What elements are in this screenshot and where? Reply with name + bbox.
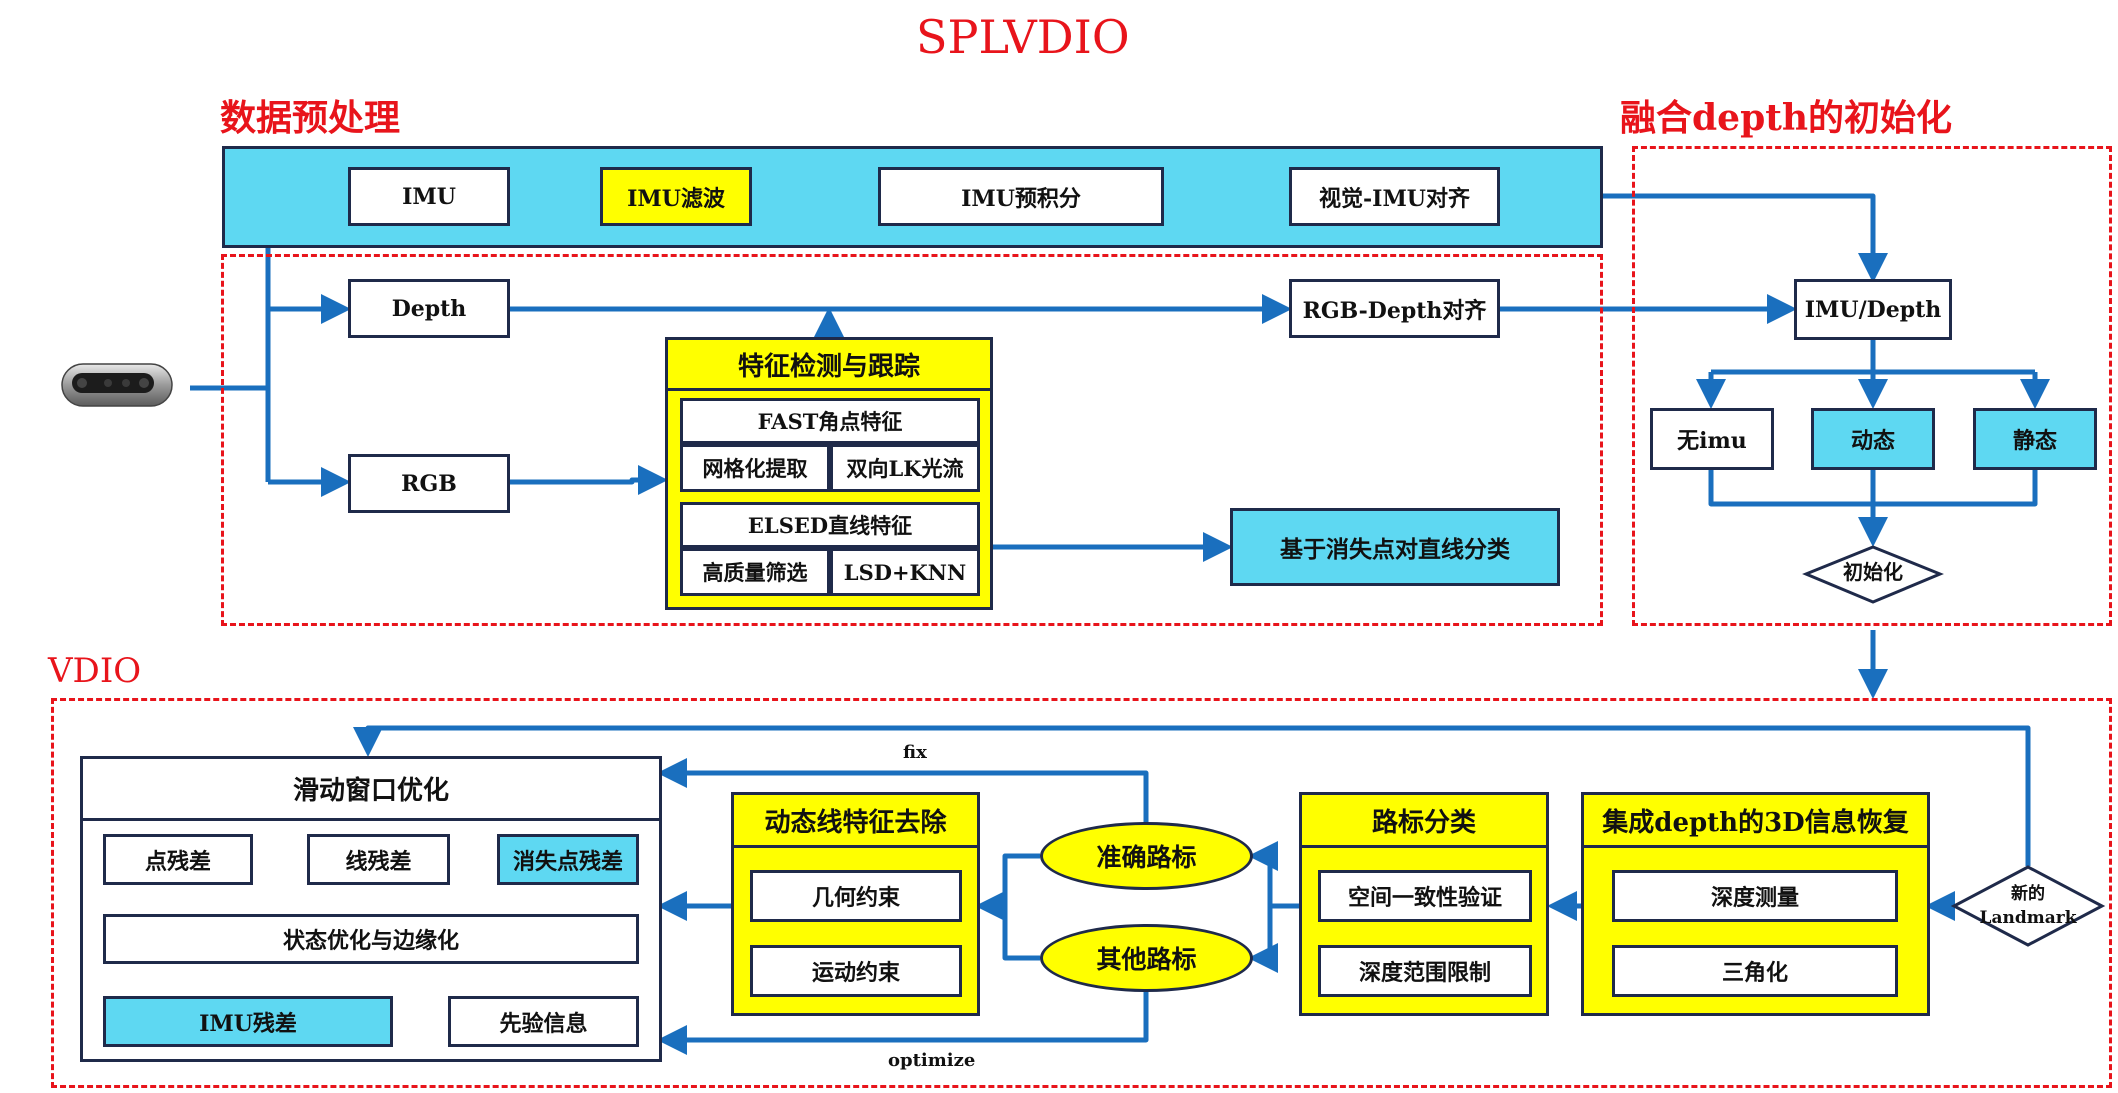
dynamic-line-removal-title: 动态线特征去除 — [734, 795, 977, 848]
new-landmark-line-1: 新的 — [2011, 884, 2045, 904]
recovery-title: 集成depth的3D信息恢复 — [1584, 795, 1927, 848]
region-title-init: 融合depth的初始化 — [1620, 97, 1953, 139]
grid-extract-node[interactable]: 网格化提取 — [680, 444, 830, 492]
imu-preintegration-node[interactable]: IMU预积分 — [878, 167, 1164, 226]
init-diamond-label[interactable]: 初始化 — [1843, 560, 1903, 584]
accurate-landmark-node[interactable]: 准确路标 — [1040, 822, 1253, 890]
lsd-knn-node[interactable]: LSD+KNN — [830, 548, 980, 596]
new-landmark-line-2: Landmark — [1979, 908, 2077, 928]
arrow-optimize — [657, 992, 1149, 1055]
region-title-vdio: VDIO — [48, 651, 142, 691]
point-residual-node[interactable]: 点残差 — [103, 834, 253, 885]
static-node[interactable]: 静态 — [1973, 408, 2097, 470]
elsed-line-node[interactable]: ELSED直线特征 — [680, 502, 980, 548]
page-title: SPLVDIO — [916, 10, 1130, 64]
recovery-panel: 集成depth的3D信息恢复 深度测量 三角化 — [1581, 792, 1930, 1016]
feature-detection-title: 特征检测与跟踪 — [668, 340, 990, 391]
dynamic-line-removal-panel: 动态线特征去除 几何约束 运动约束 — [731, 792, 980, 1016]
rgb-depth-align-node[interactable]: RGB-Depth对齐 — [1289, 279, 1500, 338]
rgb-node[interactable]: RGB — [348, 454, 510, 513]
fast-corner-node[interactable]: FAST角点特征 — [680, 398, 980, 444]
arrow-rgb-to-feature — [510, 465, 668, 495]
imu-node[interactable]: IMU — [348, 167, 510, 226]
high-quality-filter-node[interactable]: 高质量筛选 — [680, 548, 830, 596]
line-residual-node[interactable]: 线残差 — [307, 834, 450, 885]
imu-residual-node[interactable]: IMU残差 — [103, 996, 393, 1047]
arrow-fix — [657, 758, 1149, 822]
new-landmark-diamond-label[interactable]: 新的 Landmark — [1966, 882, 2090, 930]
depth-range-limit-node[interactable]: 深度范围限制 — [1318, 945, 1532, 997]
region-init — [1632, 146, 2112, 626]
visual-imu-align-node[interactable]: 视觉-IMU对齐 — [1289, 167, 1500, 226]
landmark-classify-title: 路标分类 — [1302, 795, 1546, 848]
arrow-landmark-loop — [353, 725, 2031, 866]
fix-edge-label: fix — [903, 742, 927, 763]
triangulation-node[interactable]: 三角化 — [1612, 945, 1898, 997]
arrow-align-to-imudepth — [1500, 193, 1888, 283]
other-landmark-node[interactable]: 其他路标 — [1040, 924, 1253, 992]
imu-depth-node[interactable]: IMU/Depth — [1794, 279, 1952, 340]
vanishing-point-classify-node[interactable]: 基于消失点对直线分类 — [1230, 508, 1560, 586]
optimize-edge-label: optimize — [888, 1050, 976, 1071]
vanishing-point-residual-node[interactable]: 消失点残差 — [497, 834, 639, 885]
classify-out-wire — [1267, 850, 1299, 958]
init-diamond-shape — [1802, 545, 1944, 604]
state-optimization-node[interactable]: 状态优化与边缘化 — [103, 914, 639, 964]
feature-detection-panel: 特征检测与跟踪 FAST角点特征 网格化提取 双向LK光流 ELSED直线特征 … — [665, 337, 993, 610]
spatial-consistency-node[interactable]: 空间一致性验证 — [1318, 870, 1532, 922]
landmark-classify-panel: 路标分类 空间一致性验证 深度范围限制 — [1299, 792, 1549, 1016]
no-imu-node[interactable]: 无imu — [1650, 408, 1774, 470]
imu-filter-node[interactable]: IMU滤波 — [600, 167, 752, 226]
sliding-window-title: 滑动窗口优化 — [83, 759, 659, 821]
bidirectional-lk-node[interactable]: 双向LK光流 — [830, 444, 980, 492]
region-vdio — [51, 698, 2112, 1088]
depth-node[interactable]: Depth — [348, 279, 510, 338]
motion-constraint-node[interactable]: 运动约束 — [750, 945, 962, 997]
camera-device-icon — [61, 363, 173, 407]
dynamic-node[interactable]: 动态 — [1811, 408, 1935, 470]
new-landmark-diamond-shape — [1950, 865, 2106, 947]
prior-info-node[interactable]: 先验信息 — [448, 996, 639, 1047]
depth-measure-node[interactable]: 深度测量 — [1612, 870, 1898, 922]
region-title-preprocess: 数据预处理 — [220, 97, 401, 139]
sliding-window-panel: 滑动窗口优化 点残差 线残差 消失点残差 状态优化与边缘化 IMU残差 先验信息 — [80, 756, 662, 1062]
geometric-constraint-node[interactable]: 几何约束 — [750, 870, 962, 922]
region-preprocess — [221, 254, 1603, 626]
